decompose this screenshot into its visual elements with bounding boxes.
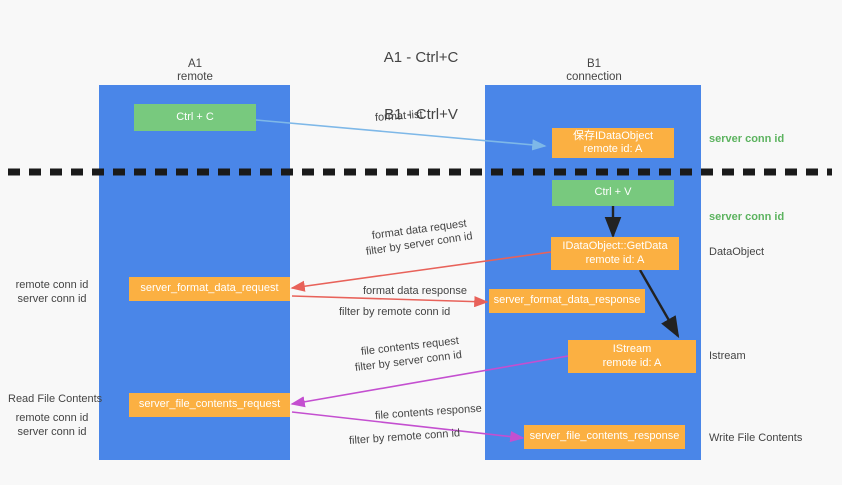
right-annotation-istream: Istream [709, 350, 746, 362]
box-istream-line1: IStream [612, 343, 652, 355]
box-format-data-response-label: server_format_data_response [493, 294, 641, 307]
column-header-a1: A1 remote [115, 58, 275, 84]
box-server-file-contents-response[interactable]: server_file_contents_response [524, 425, 685, 449]
left-annotation-conn-ids-bottom: remote conn id server conn id [8, 411, 96, 439]
box-istream-line2: remote id: A [602, 356, 662, 369]
box-save-dataobject[interactable]: 保存IDataObject remote id: A [552, 128, 674, 158]
box-ctrl-c[interactable]: Ctrl + C [134, 104, 256, 131]
right-annotation-dataobject: DataObject [709, 246, 765, 258]
box-format-data-request-label: server_format_data_request [140, 282, 279, 295]
right-annotation-server-conn-id-2: server conn id [709, 211, 785, 223]
title-line-2: B1 - Ctrl+V [384, 106, 458, 123]
filter-prefix: filter by [339, 306, 375, 318]
right-annotation-write-file-contents: Write File Contents [709, 432, 803, 444]
box-server-format-data-request[interactable]: server_format_data_request [129, 277, 290, 301]
box-getdata-line2: remote id: A [585, 253, 645, 266]
box-ctrl-v-line1: Ctrl + V [594, 186, 632, 199]
box-server-format-data-response[interactable]: server_format_data_response [489, 289, 645, 313]
box-idataobject-getdata[interactable]: IDataObject::GetData remote id: A [551, 237, 679, 270]
filter-prefix: filter by [348, 432, 385, 447]
title-line-1: A1 - Ctrl+C [383, 49, 459, 66]
box-server-file-contents-request[interactable]: server_file_contents_request [129, 393, 290, 417]
right-annotation-server-conn-id-1: server conn id [709, 133, 785, 145]
left-remote-conn-id-top: remote conn id [15, 279, 89, 291]
box-save-dataobject-line2: remote id: A [583, 143, 643, 155]
arrow-format-data-request [290, 251, 552, 292]
column-header-b1: B1 connection [514, 58, 674, 84]
filter-value-remote-conn-id: remote conn id [377, 306, 451, 318]
box-ctrl-c-line1: Ctrl + C [176, 110, 214, 123]
box-save-dataobject-line1: 保存IDataObject [572, 129, 654, 142]
box-getdata-line1: IDataObject::GetData [562, 240, 668, 252]
left-annotation-conn-ids-top: remote conn id server conn id [8, 278, 96, 306]
left-remote-conn-id-bottom: remote conn id [15, 412, 89, 424]
box-file-contents-response-label: server_file_contents_response [529, 430, 680, 443]
arrow-format-data-response [291, 295, 489, 308]
arrow-getdata-to-istream [638, 269, 680, 339]
box-file-contents-request-label: server_file_contents_request [138, 398, 281, 411]
column-a1-name: A1 [187, 58, 203, 70]
arrow-format-list [255, 119, 547, 151]
box-istream[interactable]: IStream remote id: A [568, 340, 696, 373]
left-server-conn-id-bottom: server conn id [17, 426, 87, 438]
label-format-data-response-filter: filter by remote conn id [339, 305, 450, 319]
column-b1-name: B1 [586, 58, 602, 70]
page-title: A1 - Ctrl+C B1 - Ctrl+V [0, 10, 842, 162]
column-b1-sub: connection [566, 71, 622, 83]
column-a1-sub: remote [177, 71, 213, 83]
left-server-conn-id-top: server conn id [17, 293, 87, 305]
left-annotation-read-file-contents: Read File Contents [8, 393, 103, 405]
arrow-file-contents-response [291, 411, 525, 443]
label-format-data-response: format data response [363, 285, 467, 297]
arrow-file-contents-request [290, 355, 569, 408]
box-ctrl-v[interactable]: Ctrl + V [552, 180, 674, 206]
